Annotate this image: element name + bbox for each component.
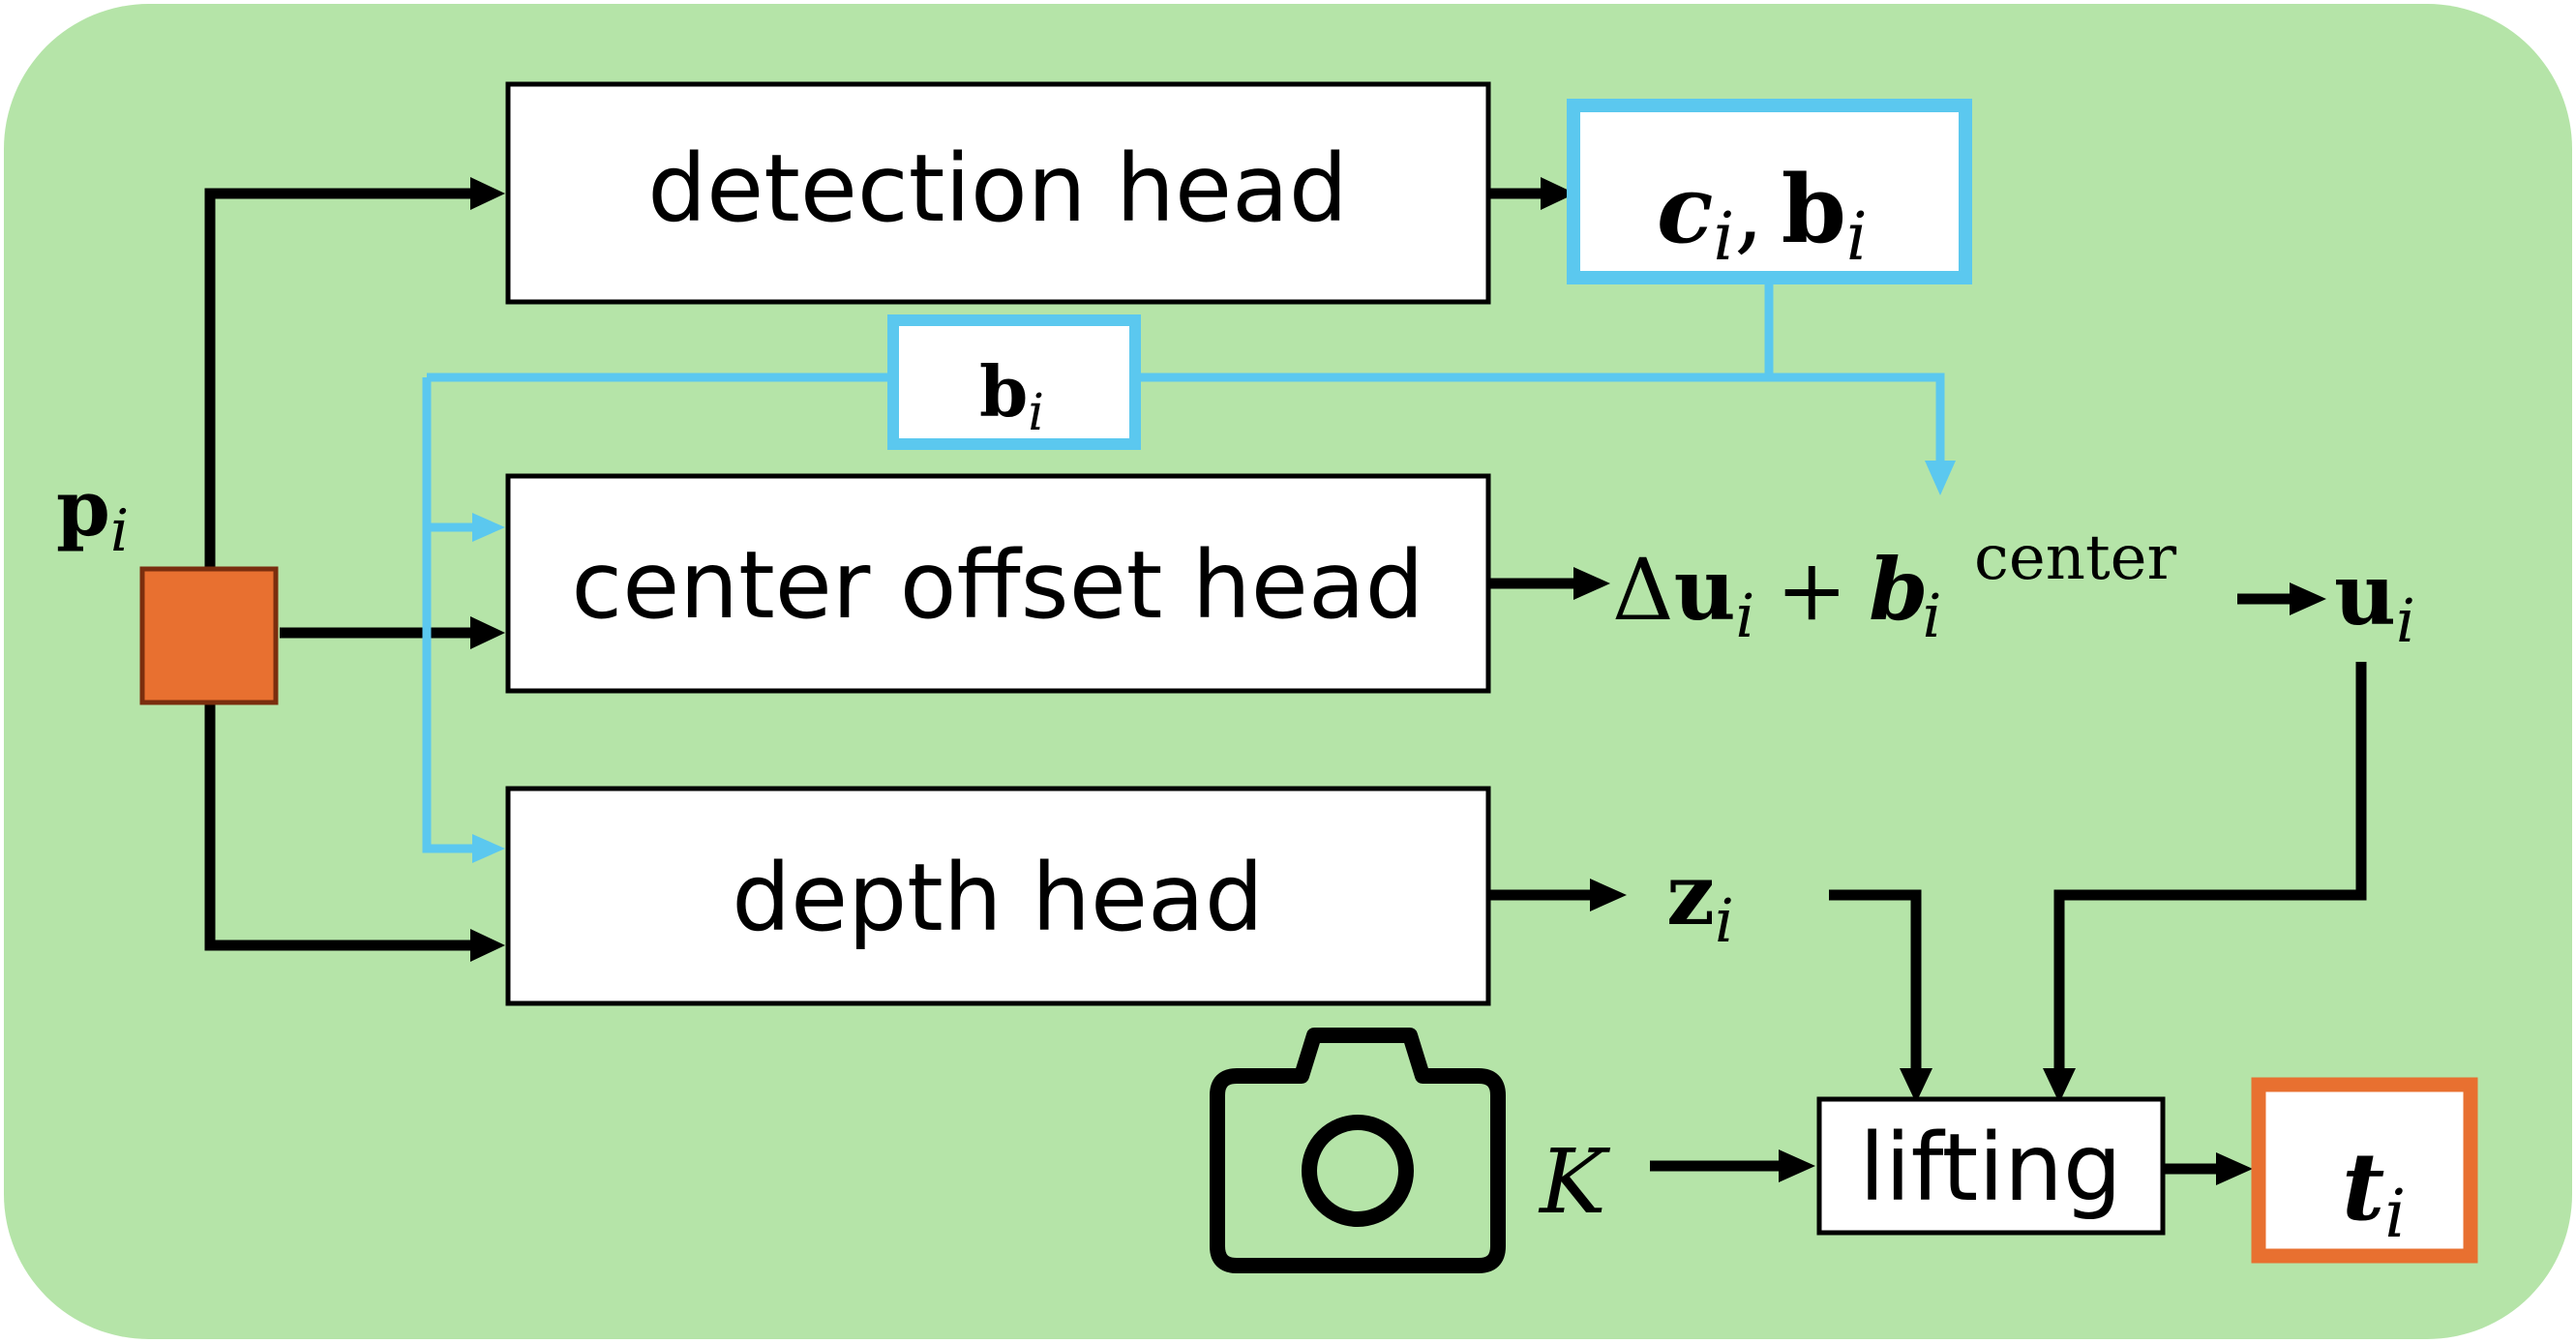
center-offset-head-box	[505, 473, 1491, 694]
feature-square	[139, 566, 279, 705]
black-arrowheads	[470, 177, 2326, 1185]
final-output-box	[2251, 1077, 2478, 1264]
center-result-label: ui	[2334, 544, 2415, 656]
bbox-branch-box	[887, 314, 1141, 450]
lifting-label: lifting	[1859, 1114, 2122, 1222]
detection-head-box	[505, 81, 1491, 305]
intrinsics-label: K	[1538, 1130, 1611, 1234]
detection-head-label: detection head	[647, 134, 1348, 243]
bbox-branch-label: bi	[979, 350, 1044, 442]
final-output-label: ti	[2342, 1132, 2406, 1253]
detection-output-label: ci,bi	[1657, 155, 1868, 276]
detection-output-box	[1567, 99, 1972, 284]
input-label: pi	[56, 463, 129, 565]
center-offset-head-label: center offset head	[571, 531, 1423, 640]
depth-output-label: zi	[1666, 844, 1734, 956]
center-expression: Δui+bi	[1612, 539, 1942, 651]
blue-arrowheads	[472, 461, 1956, 863]
black-connectors	[204, 188, 2367, 1175]
center-superscript: center	[1974, 522, 2177, 594]
camera-icon	[1210, 1028, 1506, 1273]
depth-head-box	[505, 786, 1491, 1006]
lifting-box	[1816, 1096, 2166, 1236]
depth-head-label: depth head	[732, 844, 1264, 952]
